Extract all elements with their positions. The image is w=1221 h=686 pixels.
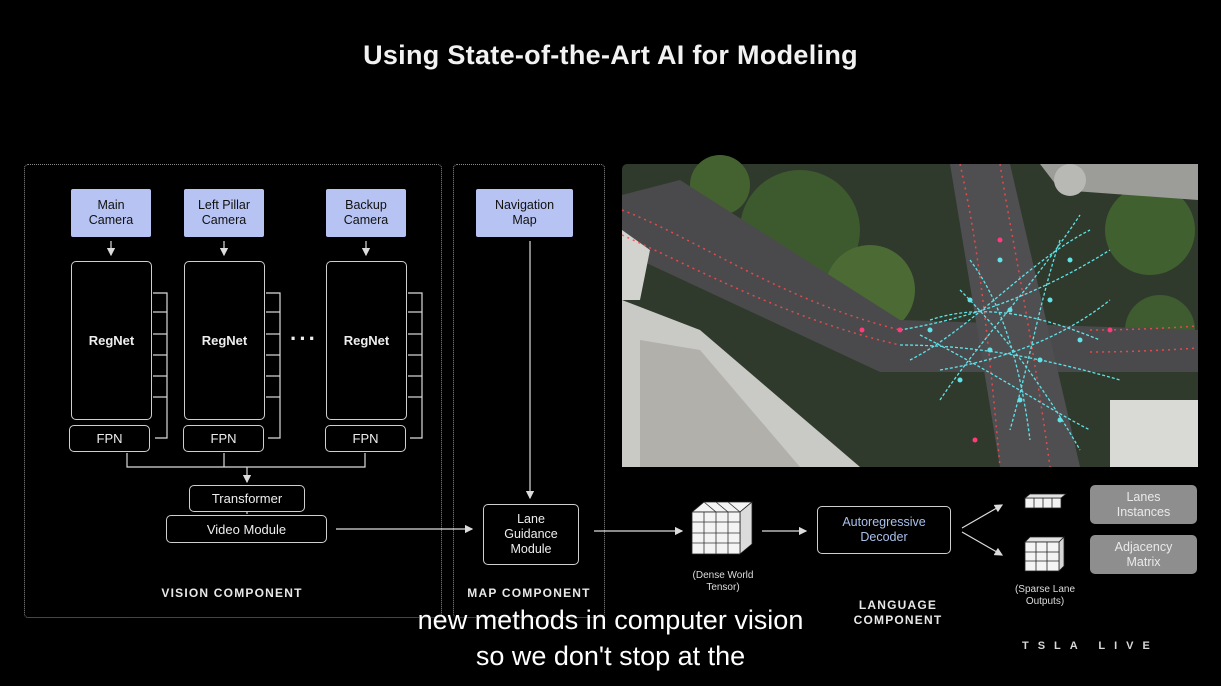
lane-guidance-module-box: Lane Guidance Module <box>483 504 579 565</box>
regnet-box-2: RegNet <box>184 261 265 420</box>
fpn-bracket-2 <box>266 292 281 439</box>
lanes-instances-pill: Lanes Instances <box>1090 485 1197 524</box>
transformer-box: Transformer <box>189 485 305 512</box>
autoregressive-decoder-box: Autoregressive Decoder <box>817 506 951 554</box>
subtitle-line-1: new methods in computer vision <box>417 605 804 635</box>
video-subtitles: new methods in computer vision so we don… <box>0 602 1221 674</box>
fpn-box-2: FPN <box>183 425 264 452</box>
language-section-label: LANGUAGE COMPONENT <box>853 598 943 627</box>
navigation-map-box: Navigation Map <box>476 189 573 237</box>
sparse-row-icon <box>1023 493 1068 509</box>
backup-camera-box: Backup Camera <box>326 189 406 237</box>
regnet-box-3: RegNet <box>326 261 407 420</box>
vision-panel <box>24 164 442 618</box>
fpn-bracket-3 <box>408 292 423 439</box>
subtitle-line-2: so we don't stop at the <box>475 641 746 671</box>
tsla-live-watermark: TSLA LIVE <box>1022 640 1159 652</box>
left-pillar-camera-box: Left Pillar Camera <box>184 189 264 237</box>
regnet-box-1: RegNet <box>71 261 152 420</box>
dense-tensor-cube-icon <box>690 501 754 555</box>
aerial-intersection-image <box>621 155 1199 468</box>
fpn-bracket-1 <box>153 292 168 439</box>
slide-title: Using State-of-the-Art AI for Modeling <box>363 40 858 70</box>
vision-section-label: VISION COMPONENT <box>161 586 303 600</box>
main-camera-box: Main Camera <box>71 189 151 237</box>
map-section-label: MAP COMPONENT <box>467 586 591 600</box>
fpn-box-1: FPN <box>69 425 150 452</box>
sparse-cube-icon <box>1024 536 1065 572</box>
sparse-lane-outputs-caption: (Sparse Lane Outputs) <box>1014 584 1076 607</box>
fpn-box-3: FPN <box>325 425 406 452</box>
video-module-box: Video Module <box>166 515 327 543</box>
dense-tensor-caption: (Dense World Tensor) <box>692 570 754 593</box>
camera-ellipsis: ··· <box>290 326 318 351</box>
map-panel <box>453 164 605 618</box>
adjacency-matrix-pill: Adjacency Matrix <box>1090 535 1197 574</box>
